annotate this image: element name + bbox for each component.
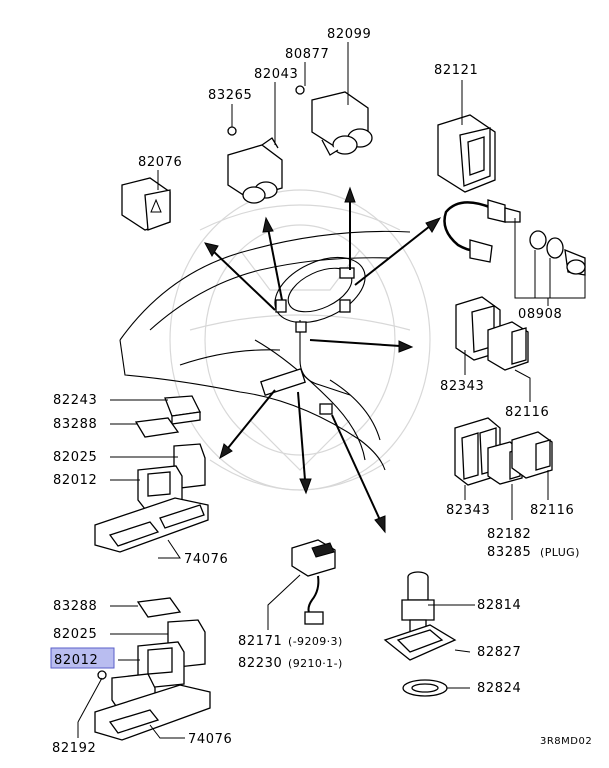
- watermark-logo: [169, 189, 431, 491]
- switch-assembly-lower: [94, 597, 211, 741]
- label-83285[interactable]: 83285: [487, 545, 531, 560]
- part-82171-switch: [291, 539, 336, 625]
- label-82025-upper[interactable]: 82025: [53, 450, 97, 465]
- label-83288-upper[interactable]: 83288: [53, 417, 97, 432]
- label-08908[interactable]: 08908: [518, 307, 562, 322]
- part-labels: 82099 80877 82043 83265 82076 82121 0890…: [52, 27, 592, 756]
- label-82182[interactable]: 82182: [487, 527, 531, 542]
- label-82192[interactable]: 82192: [52, 741, 96, 756]
- part-82116-upper: [487, 321, 529, 371]
- label-74076-lower[interactable]: 74076: [188, 732, 232, 747]
- label-82012-lower-highlighted[interactable]: 82012: [54, 653, 98, 668]
- label-80877[interactable]: 80877: [285, 47, 329, 62]
- label-83288-lower[interactable]: 83288: [53, 599, 97, 614]
- label-82827[interactable]: 82827: [477, 645, 521, 660]
- label-82814[interactable]: 82814: [477, 598, 521, 613]
- label-82230[interactable]: 82230: [238, 656, 282, 671]
- label-82243[interactable]: 82243: [53, 393, 97, 408]
- part-82076-hazard-switch: [121, 177, 171, 231]
- part-82824-ring: [402, 679, 448, 697]
- part-82099-relay: [295, 85, 373, 156]
- part-82043-relay: [227, 126, 283, 204]
- label-82824[interactable]: 82824: [477, 681, 521, 696]
- switch-assembly-upper: [94, 395, 209, 553]
- pointer-arrows: [204, 186, 442, 534]
- label-82099[interactable]: 82099: [327, 27, 371, 42]
- label-82171[interactable]: 82171: [238, 634, 282, 649]
- label-82343-upper[interactable]: 82343: [440, 379, 484, 394]
- label-83285-note: (PLUG): [540, 546, 580, 559]
- label-82121[interactable]: 82121: [434, 63, 478, 78]
- label-82076[interactable]: 82076: [138, 155, 182, 170]
- dashboard-outline: [119, 230, 411, 471]
- part-82116-lower: [511, 431, 553, 479]
- label-82343-lower[interactable]: 82343: [446, 503, 490, 518]
- label-82230-note: (9210·1-): [288, 657, 343, 670]
- label-82116-lower[interactable]: 82116: [530, 503, 574, 518]
- label-74076-upper[interactable]: 74076: [184, 552, 228, 567]
- label-82012-upper[interactable]: 82012: [53, 473, 97, 488]
- part-82121-switch: [437, 114, 496, 193]
- label-82025-lower[interactable]: 82025: [53, 627, 97, 642]
- leader-lines: [77, 42, 586, 739]
- label-83265[interactable]: 83265: [208, 88, 252, 103]
- part-08908-harness: [443, 199, 586, 276]
- highlight-box-82012: [50, 647, 115, 669]
- diagram-code: 3R8MD02: [540, 736, 592, 747]
- label-82043[interactable]: 82043: [254, 67, 298, 82]
- label-82171-note: (-9209·3): [288, 635, 343, 648]
- label-82116-upper[interactable]: 82116: [505, 405, 549, 420]
- part-82827-bezel: [383, 624, 457, 661]
